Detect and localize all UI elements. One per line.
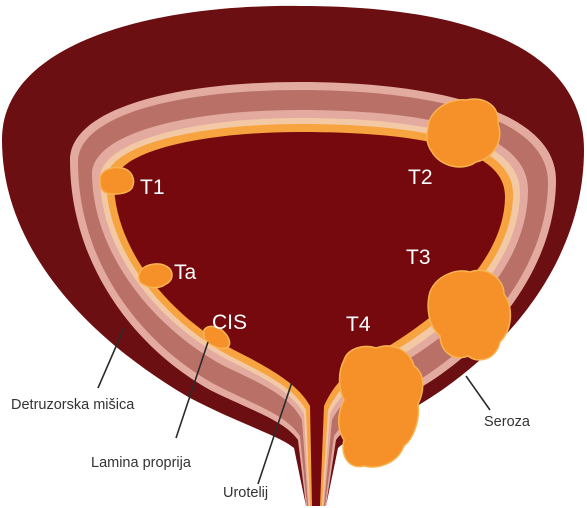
label-t3: T3 xyxy=(406,246,431,269)
label-detrusor-muscle: Detruzorska mišica xyxy=(11,397,135,413)
label-cis: CIS xyxy=(212,311,247,334)
label-t4: T4 xyxy=(346,313,371,336)
tumor-t4 xyxy=(339,346,423,467)
label-t1: T1 xyxy=(140,176,165,199)
label-lamina-propria: Lamina proprija xyxy=(91,455,192,471)
label-urothelium: Urotelij xyxy=(223,485,268,501)
tumor-ta xyxy=(139,264,173,288)
label-ta: Ta xyxy=(174,261,197,284)
tumor-t1 xyxy=(100,168,134,195)
leader-serosa xyxy=(466,376,490,410)
label-serosa: Seroza xyxy=(484,414,531,430)
tumor-t2 xyxy=(427,99,500,167)
label-t2: T2 xyxy=(408,166,433,189)
